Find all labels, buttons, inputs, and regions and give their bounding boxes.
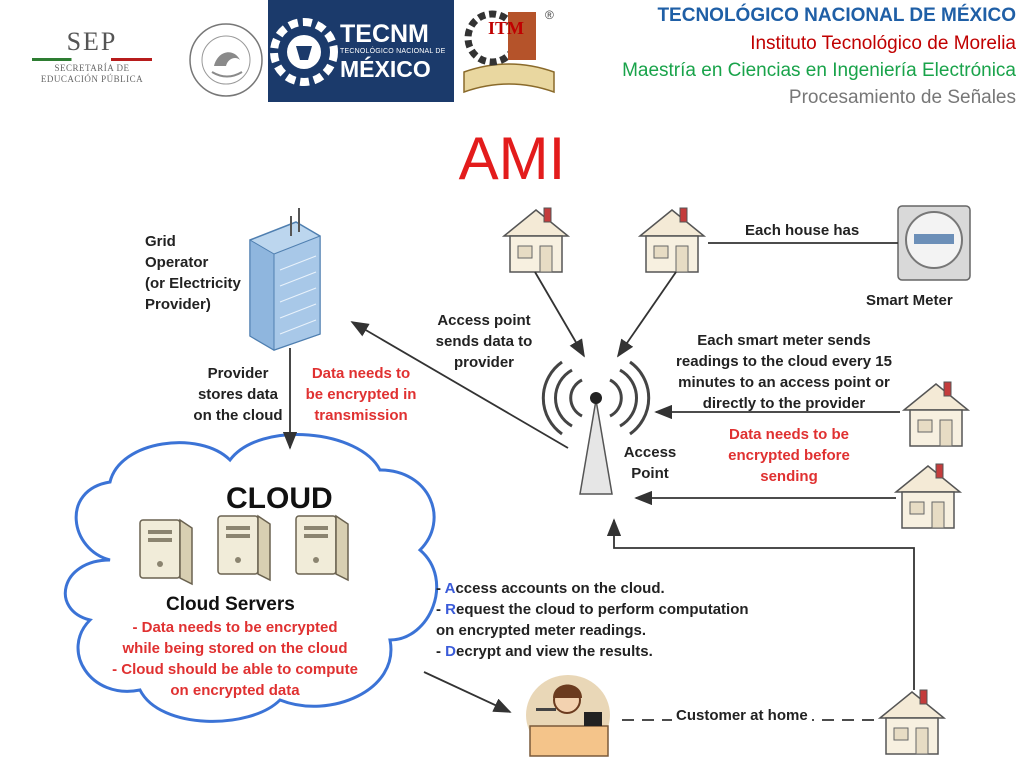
- server-icon: [139, 519, 193, 585]
- mexico-seal-logo: [189, 23, 263, 97]
- sep-logo-stripe: [32, 58, 152, 61]
- tecnm-gear-icon: [270, 18, 338, 86]
- customer-step: - Decrypt and view the results.: [436, 643, 653, 660]
- cloud-title: CLOUD: [226, 482, 333, 515]
- sep-logo-word: SEP: [66, 27, 118, 56]
- each-house-has-label: Each house has: [745, 222, 860, 239]
- access-point-tower-icon: [541, 360, 651, 495]
- itm-logo: ITM: [463, 10, 555, 94]
- provider-stores-label: Provider stores data on the cloud: [193, 365, 283, 424]
- sep-logo-line1: SECRETARÍA DE: [54, 63, 130, 73]
- grid-operator-building-icon: [249, 208, 321, 351]
- sep-logo-line2: EDUCACIÓN PÚBLICA: [40, 74, 144, 84]
- house-icon: [503, 207, 569, 273]
- encrypt-before-sending-note: Data needs to be encrypted before sendin…: [728, 426, 850, 485]
- access-point-sends-label: Access point sends data to provider: [435, 312, 533, 371]
- tecnm-word: TECNM: [340, 20, 429, 48]
- house-icon: [879, 689, 945, 755]
- meter-sends-label: Each smart meter sends readings to the c…: [676, 332, 892, 412]
- sep-logo: SEP SECRETARÍA DE EDUCACIÓN PÚBLICA: [22, 28, 162, 92]
- slide-title: AMI: [458, 125, 566, 192]
- access-point-label: Access Point: [623, 444, 677, 482]
- cloud-shape: [63, 433, 439, 723]
- cloud-servers-label: Cloud Servers: [166, 594, 295, 615]
- house-icon: [903, 381, 969, 447]
- server-icon: [217, 515, 271, 581]
- customer-at-home-label: Customer at home: [672, 705, 812, 726]
- registered-mark: ®: [545, 8, 554, 22]
- grid-operator-label: Grid Operator (or Electricity Provider): [145, 233, 241, 313]
- header-national-institute: TECNOLÓGICO NACIONAL DE MÉXICO: [657, 5, 1016, 26]
- smart-meter-label: Smart Meter: [866, 292, 953, 309]
- header-program-name: Maestría en Ciencias en Ingeniería Elect…: [622, 60, 1016, 81]
- tecnm-country: MÉXICO: [340, 56, 431, 82]
- encrypt-transmission-note: Data needs to be encrypted in transmissi…: [305, 365, 417, 424]
- itm-logo-letters: ITM: [488, 18, 524, 38]
- server-icon: [295, 515, 349, 581]
- tecnm-subtitle: TECNOLÓGICO NACIONAL DE: [340, 48, 446, 55]
- header-course-name: Procesamiento de Señales: [788, 87, 1016, 108]
- customer-icon: [526, 675, 610, 757]
- header-institute-name: Instituto Tecnológico de Morelia: [750, 33, 1016, 54]
- smart-meter-icon: [897, 205, 971, 281]
- customer-step: - Access accounts on the cloud.: [436, 580, 665, 597]
- customer-step: on encrypted meter readings.: [436, 622, 647, 639]
- house-icon: [639, 207, 705, 273]
- house-icon: [895, 463, 961, 529]
- customer-step: - Request the cloud to perform computati…: [436, 601, 749, 618]
- tecnm-logo: TECNM TECNOLÓGICO NACIONAL DE MÉXICO: [268, 0, 454, 102]
- customer-steps-list: - Access accounts on the cloud. - Reques…: [436, 578, 749, 662]
- cloud-notes: - Data needs to be encrypted while being…: [112, 619, 358, 699]
